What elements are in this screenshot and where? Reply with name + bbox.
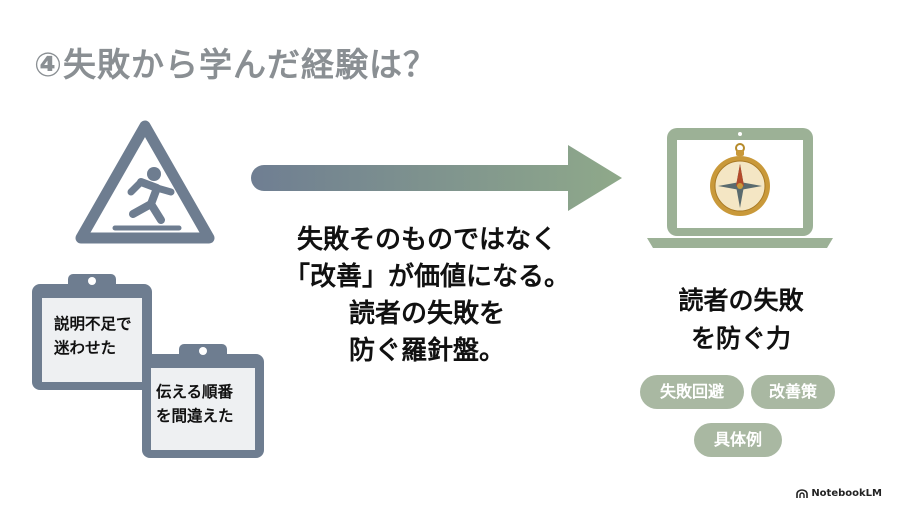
center-line: 読者の失敗を: [348, 299, 505, 329]
right-heading-line: を防ぐ力: [690, 324, 791, 353]
right-heading: 読者の失敗 を防ぐ力: [630, 282, 852, 358]
slide-title: ④失敗から学んだ経験は？: [34, 45, 437, 84]
center-line: 失敗そのものではなく: [296, 225, 557, 255]
warning-sign-icon: [75, 118, 215, 246]
tag-pill: 具体例: [694, 423, 782, 457]
notebooklm-logo-icon: [796, 488, 809, 498]
branding-label: NotebookLM: [811, 488, 882, 499]
clipboard-icon: [32, 274, 152, 390]
compass-icon: [710, 143, 770, 216]
clipboard-card: 伝える順番 を間違えた: [138, 340, 268, 462]
center-line: 「改善」が価値になる。: [283, 262, 570, 292]
center-line: 防ぐ羅針盤。: [348, 336, 505, 366]
right-heading-line: 読者の失敗: [678, 286, 804, 315]
notebooklm-branding: NotebookLM: [796, 488, 882, 499]
tag-pill: 改善策: [751, 375, 835, 409]
clipboard-line: を間違えた: [156, 407, 234, 425]
clipboard-line: 説明不足で: [54, 315, 132, 333]
center-message: 失敗そのものではなく 「改善」が価値になる。 読者の失敗を 防ぐ羅針盤。: [262, 222, 592, 370]
laptop-icon: [645, 124, 835, 254]
arrow-right-icon: [250, 143, 625, 213]
clipboard-line: 迷わせた: [54, 339, 117, 357]
clipboard-card: 説明不足で 迷わせた: [28, 268, 156, 394]
clipboard-line: 伝える順番: [156, 383, 234, 401]
tag-pill: 失敗回避: [640, 375, 744, 409]
clipboard-icon: [142, 344, 264, 458]
